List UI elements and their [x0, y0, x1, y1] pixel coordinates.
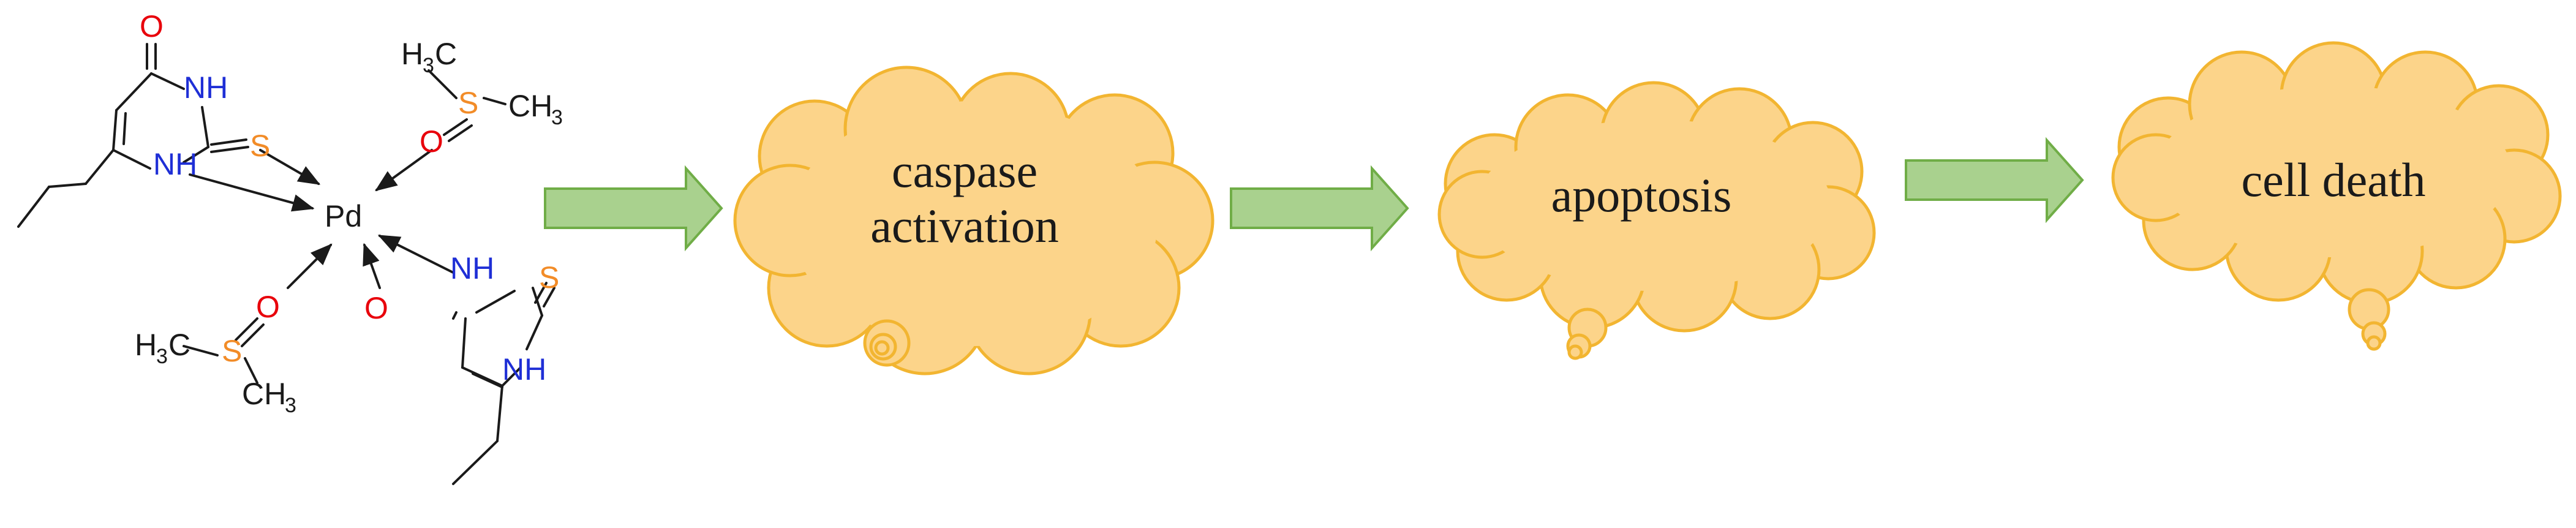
atom-labels: Pd O NH NH S H 3 C S CH 3 O H 3 C S O CH… — [135, 9, 563, 417]
thought-cloud-apoptosis: apoptosis — [1437, 81, 1876, 360]
thought-cloud-caspase: caspase activation — [733, 66, 1215, 375]
dative-bonds — [189, 149, 454, 289]
ligand2-carbonyl-oxygen: O — [364, 291, 388, 325]
ligand2-nh-top: NH — [450, 251, 494, 285]
dmso1-methyl-b-sub: 3 — [551, 106, 563, 129]
dmso2-methyl-a-c: C — [168, 328, 190, 362]
ligand1-nh-top: NH — [184, 70, 228, 105]
ligand-2-bonds — [452, 282, 555, 485]
ligand1-carbonyl-oxygen: O — [140, 9, 164, 43]
ligand2-nh-bottom: NH — [502, 352, 546, 387]
cloud-caspase-line2: activation — [870, 199, 1059, 252]
dmso1-methyl-a-sub: 3 — [423, 54, 434, 77]
block-arrow-2 — [1230, 165, 1409, 252]
palladium-complex — [17, 43, 555, 485]
dmso1-methyl-b: CH — [508, 89, 552, 123]
ligand1-nh-bottom: NH — [153, 147, 197, 181]
ligand-1-bonds — [17, 43, 249, 228]
thought-cloud-cell-death: cell death — [2111, 41, 2562, 351]
dmso2-methyl-a-sub: 3 — [156, 345, 168, 368]
dmso2-oxygen: O — [256, 290, 280, 324]
block-arrow-3 — [1905, 137, 2084, 224]
dmso2-methyl-b-sub: 3 — [285, 394, 296, 417]
dmso-1-bonds — [427, 69, 507, 142]
block-arrow-1 — [544, 165, 723, 252]
cloud-cell-death-label: cell death — [2242, 153, 2426, 206]
ligand1-thione-sulfur: S — [250, 129, 270, 163]
dmso2-methyl-a-h: H — [135, 328, 157, 362]
dmso1-methyl-a-c: C — [435, 37, 457, 71]
cloud-caspase-line1: caspase — [892, 144, 1038, 197]
ligand2-thione-sulfur: S — [539, 260, 559, 295]
dmso1-sulfur: S — [458, 86, 478, 120]
dmso2-methyl-b: CH — [242, 377, 286, 411]
dmso1-oxygen: O — [420, 124, 443, 159]
dmso2-sulfur: S — [222, 334, 242, 368]
dmso1-methyl-a-h: H — [401, 37, 423, 71]
cloud-apoptosis-label: apoptosis — [1551, 168, 1732, 222]
dmso-2-bonds — [183, 317, 265, 384]
metal-label: Pd — [325, 199, 362, 233]
